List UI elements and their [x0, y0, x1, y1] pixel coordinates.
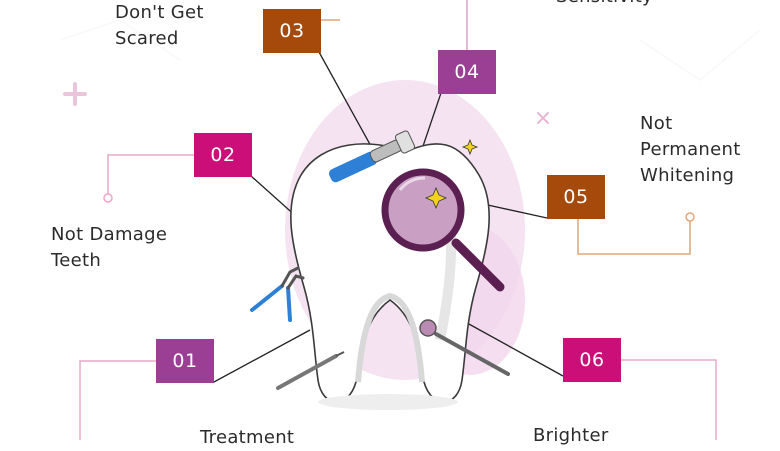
dental-mirror-icon: [419, 319, 510, 376]
background-decoration: [59, 18, 761, 82]
badge-04: 04: [438, 50, 496, 94]
sparkle-icon: [424, 138, 479, 210]
label-04: Sensitivity: [556, 0, 653, 10]
infographic-canvas: [59, 0, 761, 440]
badge-02: 02: [194, 133, 252, 177]
cross-icon: [537, 112, 549, 124]
label-01: Treatment: [200, 427, 295, 448]
connector-02: [103, 154, 194, 203]
badge-03: 03: [263, 9, 321, 53]
dental-probe-icon: [276, 351, 345, 390]
badge-05: 05: [547, 175, 605, 219]
label-03: Don't Get Scared: [115, 2, 204, 49]
badge-01: 01: [156, 339, 214, 383]
connector-05: [577, 212, 695, 255]
connector-06: [621, 359, 717, 440]
plus-icon: [63, 82, 87, 106]
dental-forceps-icon: [250, 266, 305, 322]
connector-01: [79, 360, 156, 440]
label-06: Brighter: [533, 425, 609, 446]
magnifying-glass-icon: [381, 168, 505, 292]
badge-06: 06: [563, 338, 621, 382]
dental-drill-icon: [329, 130, 416, 183]
label-02: Not Damage Teeth: [51, 224, 168, 271]
label-05: Not Permanent Whitening: [640, 113, 741, 186]
